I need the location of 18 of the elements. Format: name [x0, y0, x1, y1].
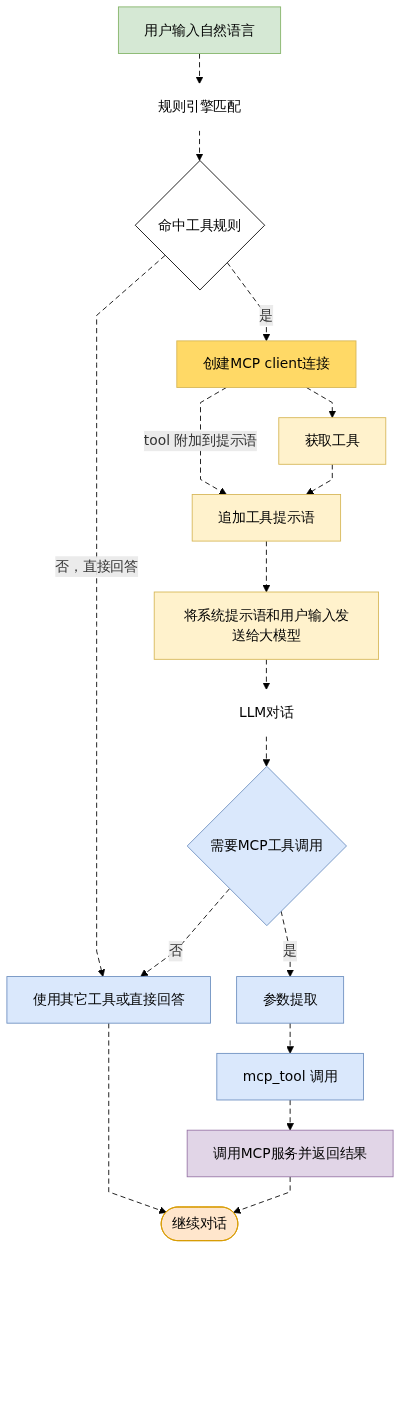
edge-label: 是 [259, 306, 274, 324]
edge-label: 是 [283, 942, 298, 959]
node-box: 参数提取 [236, 976, 345, 1024]
node-diamond: 需要MCP工具调用 [186, 765, 347, 927]
node-box: 调用MCP服务并返回结果 [186, 1129, 394, 1178]
node-diamond: 命中工具规则 [134, 160, 266, 291]
node-text: LLM对话 [238, 704, 294, 721]
node-box: mcp_tool 调用 [216, 1052, 364, 1101]
node-box: 用户输入自然语言 [117, 6, 282, 54]
node-box: 追加工具提示语 [191, 494, 342, 542]
node-box: 使用其它工具或直接回答 [6, 976, 211, 1024]
node-text: 规则引擎匹配 [158, 98, 241, 115]
node-box: 将系统提示语和用户输入发送给大模型 [153, 591, 379, 660]
node-box: 创建MCP client连接 [176, 340, 357, 388]
edge-label: 否 [168, 942, 183, 959]
edge-label: tool 附加到提示语 [143, 432, 258, 449]
node-box: 获取工具 [278, 417, 387, 465]
edge-label: 否，直接回答 [55, 557, 139, 575]
